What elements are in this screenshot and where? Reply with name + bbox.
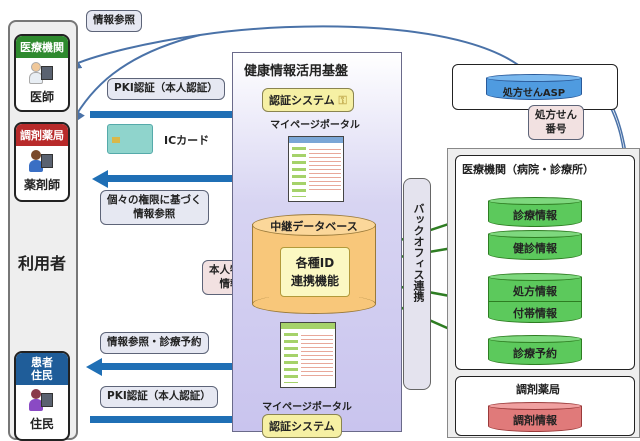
database-label: 調剤情報	[513, 414, 557, 427]
role-label: 医師	[29, 90, 54, 104]
ic-card-label: ICカード	[164, 134, 210, 147]
permission-callout: 個々の権限に基づく 情報参照	[100, 190, 209, 226]
auth-system-label: 認証システム	[269, 94, 335, 107]
role-doctor[interactable]: 医療機関 医師	[14, 34, 70, 112]
portal-label-bottom: マイページポータル	[262, 402, 352, 413]
permission-arrow	[106, 175, 256, 182]
role-label: 薬剤師	[23, 178, 60, 192]
database-label: 処方情報	[513, 285, 557, 298]
database-label: 診療情報	[513, 209, 557, 222]
platform-title: 健康情報活用基盤	[244, 64, 349, 79]
database-cylinder[interactable]: 健診情報	[488, 230, 582, 262]
database-label: 付帯情報	[513, 307, 557, 320]
asp-database[interactable]: 処方せんASP	[486, 74, 582, 102]
doctor-icon	[29, 62, 55, 86]
role-header: 患者 住民	[16, 353, 68, 386]
auth-system-box-bottom[interactable]: 認証システム	[262, 414, 342, 438]
portal-label-top: マイページポータル	[270, 120, 360, 131]
backoffice-label: バックオフィス連携	[412, 203, 425, 302]
role-header: 医療機関	[16, 36, 68, 58]
arrow-head	[92, 170, 108, 188]
arrow-head	[86, 358, 102, 376]
portal-screenshot-top[interactable]	[288, 136, 344, 202]
hospital-title: 医療機関（病院・診療所）	[462, 163, 594, 176]
database-cylinder[interactable]: 診療予約	[488, 335, 582, 367]
pki-callout-top: PKI認証（本人認証）	[107, 78, 225, 100]
database-label: 診療予約	[513, 347, 557, 360]
database-label: 健診情報	[513, 242, 557, 255]
database-cylinder[interactable]: 調剤情報	[488, 402, 582, 434]
pki-arrow-top	[90, 111, 238, 118]
prescription-no-callout: 処方せん 番号	[528, 105, 584, 141]
id-link-function: 各種ID 連携機能	[280, 247, 350, 297]
users-title: 利用者	[18, 254, 67, 273]
database-cylinder[interactable]: 診療情報	[488, 197, 582, 229]
info-ref-callout: 情報参照	[86, 10, 142, 32]
pharmacist-icon	[29, 150, 55, 174]
info-ref-reserve-callout: 情報参照・診療予約	[100, 332, 209, 354]
relay-db-label: 中継データベース	[270, 220, 358, 233]
ic-card-icon	[107, 124, 153, 154]
role-header: 調剤薬局	[16, 124, 68, 146]
database-cylinder[interactable]: 処方情報付帯情報	[488, 273, 582, 325]
auth-system-box[interactable]: 認証システム ⚿	[262, 88, 354, 112]
reserve-arrow	[100, 363, 250, 370]
key-icon: ⚿	[338, 94, 347, 107]
pharmacy-title: 調剤薬局	[516, 383, 560, 396]
portal-screenshot-bottom[interactable]	[280, 322, 336, 388]
asp-label: 処方せんASP	[502, 88, 566, 99]
resident-icon	[29, 389, 55, 413]
backoffice-link: バックオフィス連携	[403, 178, 431, 390]
pki-arrow-bottom	[90, 416, 250, 423]
role-label: 住民	[29, 417, 54, 432]
role-pharmacist[interactable]: 調剤薬局 薬剤師	[14, 122, 70, 202]
auth-system-label: 認証システム	[269, 420, 335, 433]
pki-callout-bottom: PKI認証（本人認証）	[100, 386, 218, 408]
role-resident[interactable]: 患者 住民 住民	[14, 351, 70, 441]
